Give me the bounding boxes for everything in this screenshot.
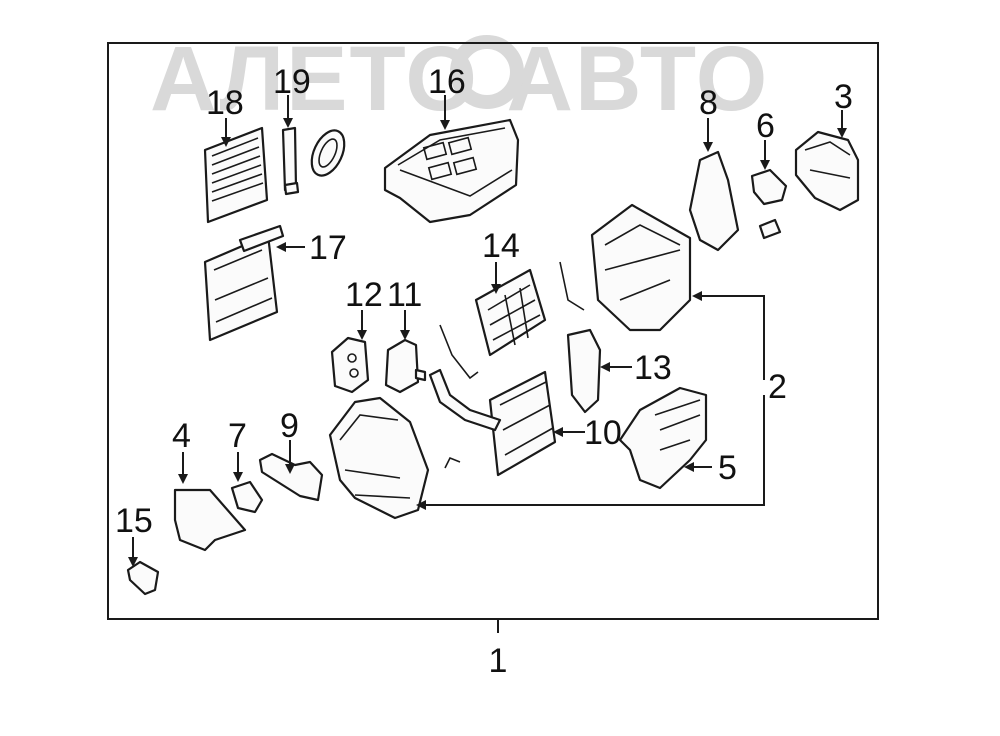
part-8-bracket <box>688 150 740 252</box>
part-15-bulb <box>126 560 160 596</box>
callout-16: 16 <box>428 63 466 101</box>
callout-labels: 1 2 3 4 5 6 7 8 9 10 11 12 13 14 15 16 1… <box>115 63 853 680</box>
part-16-upper-case <box>383 118 520 224</box>
callout-7: 7 <box>228 417 247 455</box>
part-5-vent-duct <box>618 386 708 490</box>
part-18-cabin-filter <box>203 126 269 224</box>
callout-17: 17 <box>309 229 347 267</box>
callout-2: 2 <box>768 368 787 406</box>
callout-19: 19 <box>273 63 311 101</box>
callout-3: 3 <box>834 78 853 116</box>
callout-11: 11 <box>387 276 422 314</box>
callout-6: 6 <box>756 107 775 145</box>
part-heater-unit-case <box>328 396 430 520</box>
part-13-duct <box>566 328 602 414</box>
part-4-duct <box>173 488 247 552</box>
part-12-actuator <box>330 336 370 394</box>
callout-13: 13 <box>634 349 672 387</box>
leader-lines <box>128 95 847 633</box>
part-hose <box>444 456 461 469</box>
part-6-sensor <box>750 168 788 240</box>
part-19-seal-strip <box>281 126 300 196</box>
part-ring-seal <box>310 129 346 177</box>
part-2-blower-housing <box>590 203 692 332</box>
callout-18: 18 <box>206 84 244 122</box>
part-7-connector <box>230 480 264 514</box>
callout-4: 4 <box>172 417 191 455</box>
part-11-actuator <box>384 338 427 394</box>
callout-9: 9 <box>280 407 299 445</box>
callout-5: 5 <box>718 449 737 487</box>
part-17-evaporator <box>203 224 285 342</box>
part-wire-harness <box>439 324 479 380</box>
part-3-motor-housing <box>794 130 860 212</box>
part-10-heater-core <box>428 368 557 477</box>
callout-8: 8 <box>699 84 718 122</box>
callout-15: 15 <box>115 502 153 540</box>
callout-14: 14 <box>482 227 520 265</box>
part-wire-small <box>559 261 585 311</box>
callout-10: 10 <box>584 414 622 452</box>
callout-12: 12 <box>345 276 383 314</box>
assembly-frame <box>107 42 879 620</box>
part-9-lever <box>258 452 324 502</box>
part-14-grille <box>474 268 547 357</box>
callout-1: 1 <box>489 642 508 680</box>
